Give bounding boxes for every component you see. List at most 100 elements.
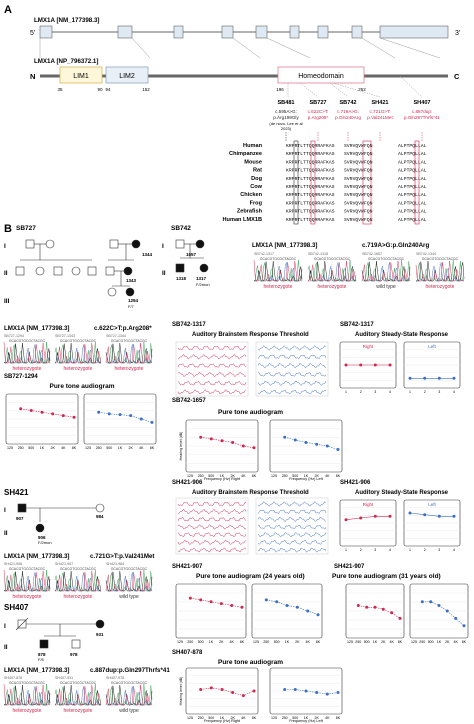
sanger-sh407-title: LMX1A [NM_177398.3] <box>4 667 69 674</box>
point-sh421-pta24-left-5 <box>306 609 310 613</box>
alignment-seq-6-3: ALPTPQLLAL <box>398 184 427 190</box>
point-sh407-right-1 <box>199 688 203 691</box>
sb742-sub-1317: F/2mon <box>196 282 210 287</box>
tick-sh421-pta31-left-5: 2K <box>445 640 450 644</box>
point-sh421-assr-right-3 <box>373 514 377 518</box>
alignment-seq-10-1: KRPRTLTTQQRRAFKAS <box>286 217 335 223</box>
sb727-label-2: heterozygote <box>64 366 93 372</box>
sb727-label-3: heterozygote <box>115 366 144 372</box>
series-line-sh421-pta31-left <box>422 601 465 627</box>
homeo-start: 196 <box>276 87 284 92</box>
variant-family-2: SB727 <box>309 100 326 106</box>
tick-sb742-pta-left-2: 250 <box>282 474 288 478</box>
tick-sh421-pta31-right-7: 8K <box>398 640 403 644</box>
y-axis-caption-2: Hearing level (dB) <box>179 677 183 706</box>
point-sh421-assr-left-4 <box>452 514 456 518</box>
sh407-id-931: 931 <box>96 632 104 637</box>
abr-sb742-frame-2 <box>255 341 329 397</box>
point-sb727-left-2 <box>107 412 111 416</box>
variant-c-4: c.721G>T: <box>369 109 390 114</box>
tick-sb727-right-4: 1K <box>40 446 45 450</box>
abr-sb742-wave-1-3 <box>177 363 247 368</box>
tick-sb742-pta-right-5: 2K <box>230 474 235 478</box>
sh407-bases-2: GCACGTGCGCTACGC <box>60 681 97 685</box>
series-line-sb742-pta-left <box>284 436 339 450</box>
sb742-sample-3: SB742-1657 <box>362 252 382 256</box>
abr-sb742-frame-1 <box>175 341 249 397</box>
tick-sb742-pta-left-4: 1K <box>304 474 309 478</box>
sh407-pta-title: Pure tone audiogram <box>218 659 283 666</box>
sh421-abr-title: Auditory Brainstem Response Threshold <box>192 490 309 496</box>
point-sh421-pta31-right-3 <box>373 605 377 609</box>
lim2-start: 94 <box>105 87 111 92</box>
point-sb742-assr-left-2 <box>423 376 427 380</box>
pedigree-sh407: SH407 I II 931 878 F/5 978 <box>4 603 105 662</box>
sb742-id-1318: 1318 <box>176 276 187 281</box>
lim1-domain: LIM1 35 90 <box>57 66 103 92</box>
tick-sb727-left-1: 125 <box>85 446 91 450</box>
sanger-sb727-title: LMX1A [NM_177398.3] <box>4 325 69 332</box>
tick-sh421-pta31-left-2: 250 <box>419 640 425 644</box>
tick-sh421-pta24-right-3: 500 <box>198 640 204 644</box>
variant-note1-1: (de novo, Lee et al <box>269 121 302 126</box>
sh421-pta31-title: Pure tone audiogram (31 years old) <box>332 573 441 580</box>
species-label-7: Chicken <box>240 192 262 198</box>
abr-sb742-traces <box>175 341 329 397</box>
point-sh421-pta31-right-4 <box>381 607 385 611</box>
sanger-sb727-variant: c.622C>T:p.Arg208* <box>94 325 152 332</box>
variant-note2-1: 2023) <box>281 126 292 131</box>
tick-sh407-left-3: 500 <box>292 716 298 720</box>
alignment-seq-1-3: ALPTPQLLAL <box>398 143 427 149</box>
tick-sh421-pta31-left-7: 8K <box>462 640 467 644</box>
sh421-sample-3: SH421-984 <box>106 562 124 566</box>
abr-sh421-traces <box>175 497 329 555</box>
tick-sh421-assr-left-1: 1 <box>409 548 411 552</box>
point-sh421-pta24-right-6 <box>240 605 244 609</box>
species-label-4: Rat <box>253 168 262 174</box>
sanger-sh421: LMX1A [NM_177398.3] c.721G>T:p.Val241Met… <box>3 553 155 600</box>
abr-sh421-frame-1 <box>175 497 249 555</box>
sanger-sh407: LMX1A [NM_177398.3] c.887dup:p.Gln297Thr… <box>3 667 170 714</box>
sb727-bases-3: GCACGTGCGCTACGC <box>111 339 148 343</box>
alignment-seq-7-2: SVRVQVWFQN <box>344 192 373 198</box>
tick-sh421-pta24-left-2: 250 <box>263 640 269 644</box>
tick-sb727-right-3: 500 <box>28 446 34 450</box>
sb727-sample-3: SB727-1344 <box>106 334 126 338</box>
point-sb727-left-6 <box>150 420 154 424</box>
sh407-trace-2-4 <box>55 684 102 706</box>
tick-sb727-right-2: 250 <box>18 446 24 450</box>
tick-sh421-pta31-left-4: 1K <box>437 640 442 644</box>
tick-sh407-right-5: 2K <box>230 716 235 720</box>
sb727-title: SB727 <box>16 225 36 232</box>
alignment-seq-1-2: SVRVQVWFQN <box>344 143 373 149</box>
alignment-seq-4-3: ALPTPQLLAL <box>398 168 427 174</box>
sanger-sb742-title: LMX1A [NM_177398.3] <box>252 242 317 249</box>
variant-family-4: SH421 <box>371 100 388 106</box>
point-sh421-pta24-left-3 <box>285 604 289 607</box>
tick-sb742-pta-right-1: 125 <box>187 474 193 478</box>
homeodomain: Homeodomain 196 252 <box>276 66 366 92</box>
point-sh407-left-5 <box>325 692 329 696</box>
point-sh407-left-4 <box>315 691 319 694</box>
tick-sb742-assr-left-2: 2 <box>424 390 426 394</box>
variant-p-3: p.Gln240Arg <box>335 115 361 120</box>
point-sb742-assr-left-4 <box>452 376 456 380</box>
point-sh407-left-3 <box>304 689 308 693</box>
sb727-sample-2: SB727-1343 <box>55 334 75 338</box>
tick-sh407-right-2: 250 <box>198 716 204 720</box>
sh407-gen-1: I <box>4 623 6 630</box>
species-label-9: Zebrafish <box>237 209 263 215</box>
abr-sb742-wave-1-5 <box>177 380 247 386</box>
sh407-label-2: heterozygote <box>64 708 93 714</box>
point-sb727-right-4 <box>51 412 55 416</box>
tick-sh407-left-6: 4K <box>325 716 330 720</box>
abr-sb742-wave-2-4 <box>257 372 327 377</box>
tick-sh407-right-4: 1K <box>220 716 225 720</box>
sh421-title: SH421 <box>4 488 29 497</box>
variant-p-5: p.Gln297Thrfs*41 <box>404 115 440 120</box>
sanger-sh421-title: LMX1A [NM_177398.3] <box>4 553 69 560</box>
abr-sb742-wave-2-2 <box>257 354 327 360</box>
